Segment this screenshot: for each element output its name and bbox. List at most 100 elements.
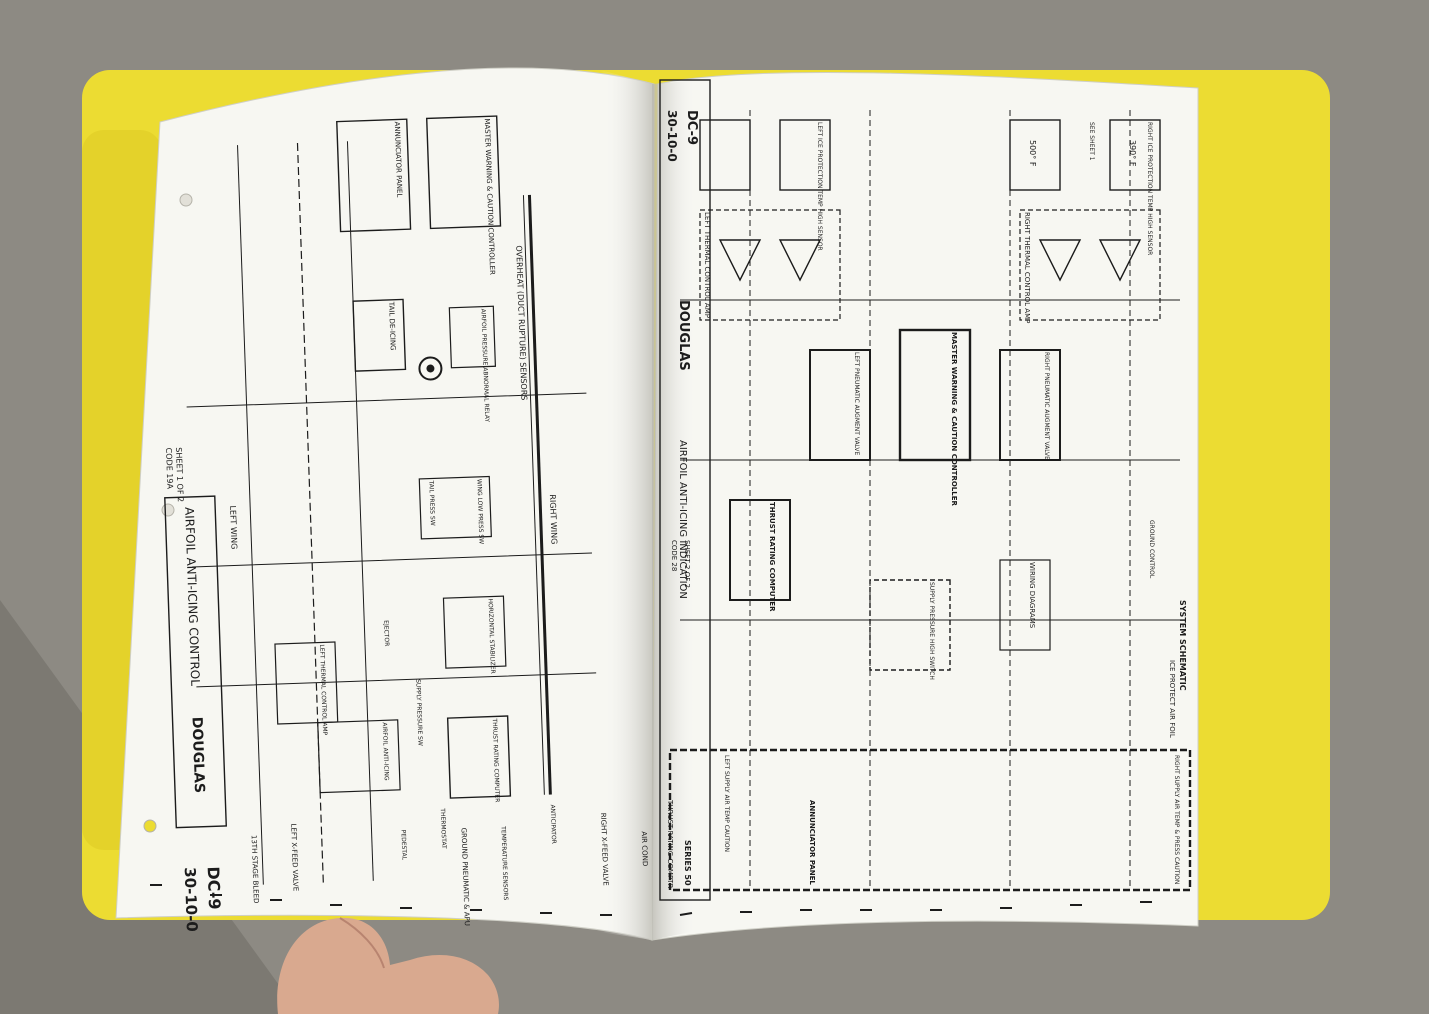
left-label-annunciator: ANNUNCIATOR PANEL — [393, 121, 404, 197]
right-page-code: CODE 28 — [670, 540, 678, 571]
left-label-stabilizer: HORIZONTAL STABILIZER — [487, 598, 497, 673]
right-label-ice-protect: ICE PROTECT AIR FOIL — [1168, 660, 1176, 738]
right-label-500f: 500° F — [1028, 140, 1037, 167]
right-augment-valve-box — [999, 349, 1061, 461]
left-page-tick-marks — [150, 884, 612, 916]
mwcc-box — [425, 115, 502, 230]
sensor-box-left-1 — [779, 119, 831, 191]
left-label-anticipator: ANTICIPATOR — [549, 804, 557, 844]
right-schematic: AIRFOIL ANTI-ICING INDICATION DOUGLAS DC… — [659, 79, 1192, 901]
right-page-series: SERIES 50 — [683, 840, 692, 886]
left-page-brand: DOUGLAS — [188, 717, 207, 794]
right-page-footer-note: THRUST RATING COMPTR — [666, 799, 674, 888]
left-bleed-duct-lower — [522, 195, 545, 795]
left-label-thermal-amp: LEFT THERMAL CONTROL AMP — [318, 644, 328, 735]
right-label-thrust-rating: THRUST RATING COMPUTER — [768, 502, 776, 612]
left-label-ejector: EJECTOR — [382, 620, 390, 646]
mwcc-box-right — [898, 328, 972, 462]
right-label-left-supply-caution: LEFT SUPPLY AIR TEMP CAUTION — [723, 755, 730, 852]
left-label-right-xfeed: RIGHT X-FEED VALVE — [599, 813, 610, 886]
left-page-sheet: SHEET 1 OF 2 — [174, 447, 185, 502]
anti-icing-valve-box — [317, 719, 401, 794]
right-page-title: AIRFOIL ANTI-ICING INDICATION — [677, 440, 688, 599]
abnormal-relay-box — [448, 305, 497, 369]
right-page-section: SYSTEM SCHEMATIC — [1178, 600, 1187, 691]
annunciator-box-left — [336, 118, 412, 233]
sensor-box-right-1 — [1109, 119, 1161, 191]
right-label-right-supply-caution: RIGHT SUPPLY AIR TEMP & PRESS CAUTION — [1173, 755, 1180, 884]
left-label-ground-pneumatic: GROUND PNEUMATIC & APU — [459, 827, 470, 926]
right-label-mwcc: MASTER WARNING & CAUTION CONTROLLER — [950, 332, 958, 506]
right-page-tick-marks — [679, 901, 1152, 916]
thrust-rating-box-left — [446, 715, 512, 799]
supply-press-switch-box — [869, 579, 951, 671]
right-label-left-augment: LEFT PNEUMATIC AUGMENT VALVE — [853, 352, 860, 455]
sensor-symbol-core — [426, 364, 435, 373]
amp-triangle-1 — [1098, 239, 1142, 282]
sensor-symbol — [418, 356, 443, 381]
left-label-tail-deicing: TAIL DE-ICING — [387, 301, 397, 351]
left-label-right-wing: RIGHT WING — [548, 494, 559, 544]
sensor-box-right-2 — [1009, 119, 1061, 191]
left-label-wing-low-press: WING LOW PRESS SW — [475, 479, 484, 545]
right-label-wiring-diagrams: WIRING DIAGRAMS — [1028, 562, 1036, 629]
left-schematic: AIRFOIL ANTI-ICING CONTROL DOUGLAS DC-9 … — [164, 115, 649, 932]
left-page-gutter-shade — [600, 70, 654, 940]
right-label-left-sensor: LEFT ICE PROTECTION TEMP HIGH SENSOR — [816, 122, 823, 251]
left-label-anti-icing: AIRFOIL ANTI-ICING — [381, 722, 390, 781]
left-wire-run-2 — [237, 145, 264, 885]
right-label-left-thermal-amp: LEFT THERMAL CONTROL AMP — [703, 212, 711, 318]
title-block-left — [164, 495, 227, 829]
right-label-right-sensor: RIGHT ICE PROTECTION TEMP HIGH SENSOR — [1146, 122, 1153, 255]
left-page-chapter: 30-10-0 — [181, 867, 201, 932]
left-label-pedestal: PEDESTAL — [400, 830, 408, 861]
right-page-chapter: 30-10-0 — [665, 110, 679, 162]
title-block-right — [659, 79, 711, 901]
sensor-box-left-2 — [699, 119, 751, 191]
left-label-left-wing: LEFT WING — [228, 505, 239, 549]
left-label-left-xfeed: LEFT X-FEED VALVE — [289, 823, 299, 891]
punch-hole-bottom — [143, 819, 157, 833]
left-page-model: DC-9 — [204, 866, 224, 910]
right-thermal-amp-box — [1019, 209, 1161, 321]
right-label-390f: 390° F — [1128, 140, 1137, 167]
left-thermal-amp-box-r — [699, 209, 841, 321]
right-page-brand: DOUGLAS — [676, 300, 691, 371]
right-label-annunciator: ANNUNCIATOR PANEL — [808, 800, 816, 885]
left-page — [115, 67, 655, 941]
left-wire-run-3 — [346, 141, 374, 881]
stabilizer-box — [442, 595, 507, 669]
left-label-tail-press: TAIL PRESS SW — [427, 479, 436, 525]
right-label-right-augment: RIGHT PNEUMATIC AUGMENT VALVE — [1043, 352, 1050, 460]
hand — [277, 917, 499, 1014]
left-page-code: CODE 19A — [164, 448, 174, 490]
right-label-ground-control: GROUND CONTROL — [1148, 520, 1155, 579]
left-label-abnormal-relay: AIRFOIL PRESSURE ABNORMAL RELAY — [479, 309, 490, 423]
right-page-gutter-shade — [652, 80, 700, 940]
punch-hole-middle — [161, 503, 175, 517]
left-label-supply-press: SUPPLY PRESSURE SW — [414, 679, 423, 746]
left-label-thermostat: THERMOSTAT — [439, 807, 447, 849]
left-label-13th-stage: 13TH STAGE BLEED — [250, 835, 260, 904]
amp-triangle-3 — [778, 239, 822, 282]
left-label-thrust-rating: THRUST RATING COMPUTER — [491, 717, 501, 802]
tail-deicing-box — [352, 298, 407, 372]
right-label-see-sheet: SEE SHEET 1 — [1088, 122, 1095, 161]
left-thermal-amp-box — [274, 641, 339, 725]
right-page-sheet: SHEET 2 OF 2 — [683, 540, 691, 588]
left-label-air-cond: AIR COND — [640, 831, 649, 866]
left-augment-valve-box — [809, 349, 871, 461]
amp-triangle-4 — [718, 239, 762, 282]
hand-finger-shadow — [339, 917, 385, 969]
right-label-supply-press-switch: SUPPLY PRESSURE HIGH SWITCH — [928, 582, 935, 680]
right-page-model: DC-9 — [684, 110, 699, 145]
left-page-title: AIRFOIL ANTI-ICING CONTROL — [182, 507, 202, 687]
left-vertical-run — [186, 392, 597, 688]
wing-low-press-box — [418, 475, 492, 540]
left-label-temp-sensors: TEMPERATURE SENSORS — [499, 825, 509, 901]
amp-triangle-2 — [1038, 239, 1082, 282]
punch-hole-top — [179, 193, 193, 207]
right-page — [651, 71, 1199, 941]
annunciator-box-right — [668, 748, 1192, 892]
